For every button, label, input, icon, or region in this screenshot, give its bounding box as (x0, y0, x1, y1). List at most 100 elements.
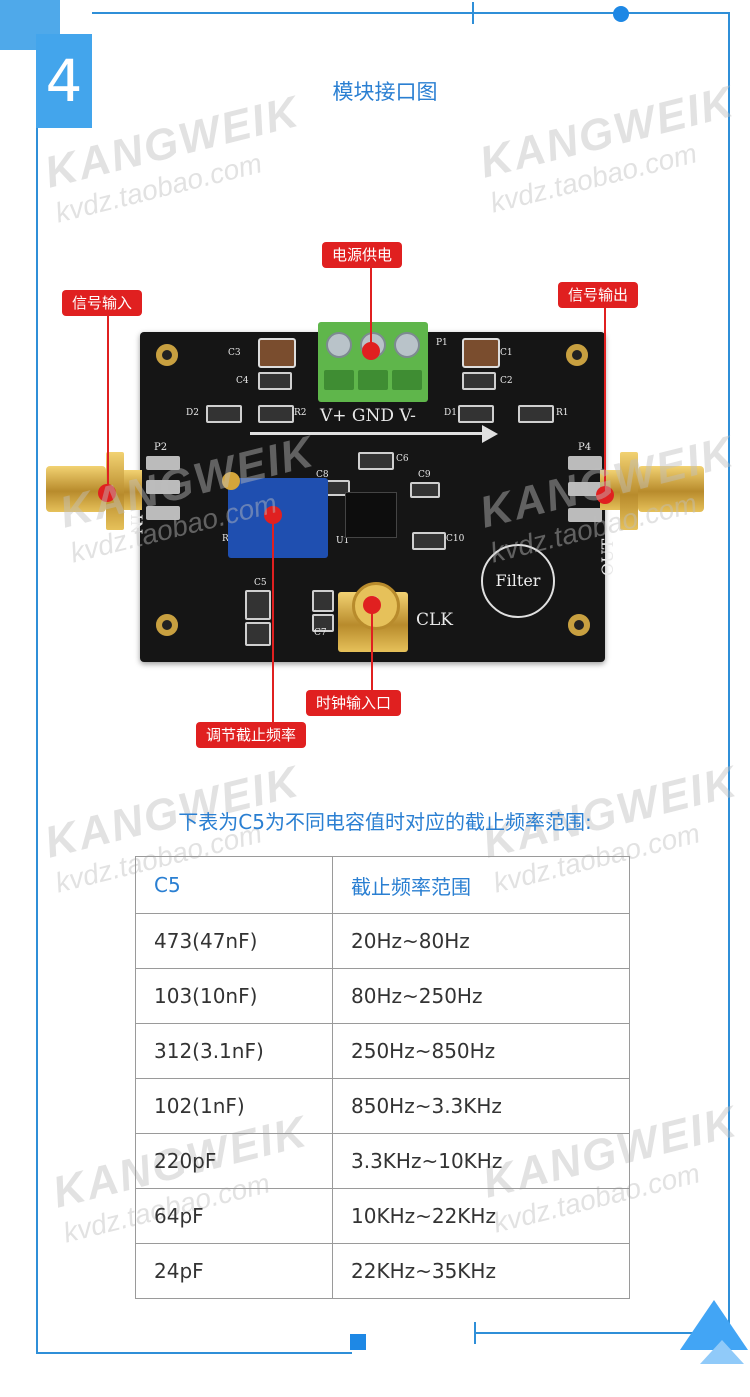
frame-square (350, 1334, 366, 1350)
table-cell: 103(10nF) (135, 968, 333, 1024)
callout-power: 电源供电 (322, 242, 403, 268)
mounting-hole (156, 344, 178, 366)
out-label: OUT (598, 538, 617, 576)
table-cell: 250Hz~850Hz (332, 1023, 630, 1079)
smd-part (358, 452, 394, 470)
callout-line (370, 268, 372, 348)
callout-signal-in: 信号输入 (62, 290, 143, 316)
smd-part (412, 532, 446, 550)
smd-part (518, 405, 554, 423)
silk-label: C3 (228, 348, 241, 358)
cutoff-frequency-table: C5 截止频率范围 473(47nF) 20Hz~80Hz 103(10nF) … (135, 856, 630, 1299)
silk-label: C4 (236, 376, 249, 386)
smd-part (245, 590, 271, 620)
table-row: 102(1nF) 850Hz~3.3KHz (135, 1078, 630, 1134)
frame-triangle (700, 1340, 744, 1364)
sma-input-connector (46, 452, 142, 530)
table-cell: 64pF (135, 1188, 333, 1244)
table-cell: 24pF (135, 1243, 333, 1299)
frame-line (36, 60, 38, 1354)
capacitor (462, 338, 500, 368)
silk-label: R2 (294, 408, 307, 418)
power-terminal (318, 322, 428, 402)
silk-label: D1 (444, 408, 457, 418)
arrow-head-icon (482, 425, 498, 443)
screw-icon (326, 332, 352, 358)
smd-part (206, 405, 242, 423)
column-header: 截止频率范围 (332, 856, 630, 914)
filter-label: Filter (481, 544, 555, 618)
silk-label: P2 (154, 442, 168, 453)
table-cell: 80Hz~250Hz (332, 968, 630, 1024)
callout-dot (98, 484, 116, 502)
table-row: 103(10nF) 80Hz~250Hz (135, 968, 630, 1024)
frame-tick (474, 1322, 476, 1344)
smd-part (458, 405, 494, 423)
silk-label: C10 (446, 534, 465, 544)
table-cell: 220pF (135, 1133, 333, 1189)
mounting-hole (156, 614, 178, 636)
header-pin (568, 508, 602, 522)
silk-label: C6 (396, 454, 409, 464)
smd-part (462, 372, 496, 390)
table-cell: 10KHz~22KHz (332, 1188, 630, 1244)
frame-line (474, 1332, 730, 1334)
callout-cutoff-adjust: 调节截止频率 (196, 722, 307, 748)
sma-clock-connector (338, 582, 408, 652)
frame-line (36, 1352, 352, 1354)
callout-dot (264, 506, 282, 524)
table-cell: 312(3.1nF) (135, 1023, 333, 1079)
filter-ic (345, 492, 397, 538)
screw-icon (394, 332, 420, 358)
table-header-row: C5 截止频率范围 (135, 856, 630, 914)
mounting-hole (566, 344, 588, 366)
silk-label: C7 (314, 628, 327, 638)
silk-label: R1 (556, 408, 569, 418)
silk-label: C2 (500, 376, 513, 386)
frame-dot (613, 6, 629, 22)
callout-line (107, 316, 109, 490)
smd-part (258, 405, 294, 423)
silk-label: P4 (578, 442, 592, 453)
table-row: 24pF 22KHz~35KHz (135, 1243, 630, 1299)
silk-label: U1 (336, 536, 350, 546)
table-cell: 3.3KHz~10KHz (332, 1133, 630, 1189)
header-pin (568, 482, 602, 496)
smd-part (410, 482, 440, 498)
table-cell: 473(47nF) (135, 913, 333, 969)
callout-line (272, 522, 274, 722)
callout-line (604, 308, 606, 492)
callout-dot (596, 486, 614, 504)
capacitor (258, 338, 296, 368)
callout-line (371, 612, 373, 690)
table-row: 220pF 3.3KHz~10KHz (135, 1133, 630, 1189)
table-caption: 下表为C5为不同电容值时对应的截止频率范围: (178, 810, 592, 834)
page-title: 模块接口图 (332, 80, 438, 104)
smd-part (312, 590, 334, 612)
frame-line (92, 12, 730, 14)
callout-clock-in: 时钟输入口 (306, 690, 402, 716)
table-cell: 22KHz~35KHz (332, 1243, 630, 1299)
silk-label: C9 (418, 470, 431, 480)
silk-label: P1 (436, 338, 448, 348)
silk-label: D2 (186, 408, 199, 418)
terminal-label: V+ GND V- (320, 406, 416, 426)
column-header: C5 (135, 856, 333, 914)
sma-output-connector (600, 452, 704, 530)
table-cell: 102(1nF) (135, 1078, 333, 1134)
header-pin (146, 480, 180, 494)
smd-part (245, 622, 271, 646)
smd-part (258, 372, 292, 390)
header-pin (568, 456, 602, 470)
table-cell: 850Hz~3.3KHz (332, 1078, 630, 1134)
terminal-slot (358, 370, 388, 390)
silk-label: C8 (316, 470, 329, 480)
silk-label: C5 (254, 578, 267, 588)
terminal-slot (392, 370, 422, 390)
section-number: 4 (36, 34, 92, 128)
frame-tick (472, 2, 474, 24)
callout-dot (362, 342, 380, 360)
mounting-hole (568, 614, 590, 636)
signal-arrow (250, 432, 485, 435)
table-row: 64pF 10KHz~22KHz (135, 1188, 630, 1244)
